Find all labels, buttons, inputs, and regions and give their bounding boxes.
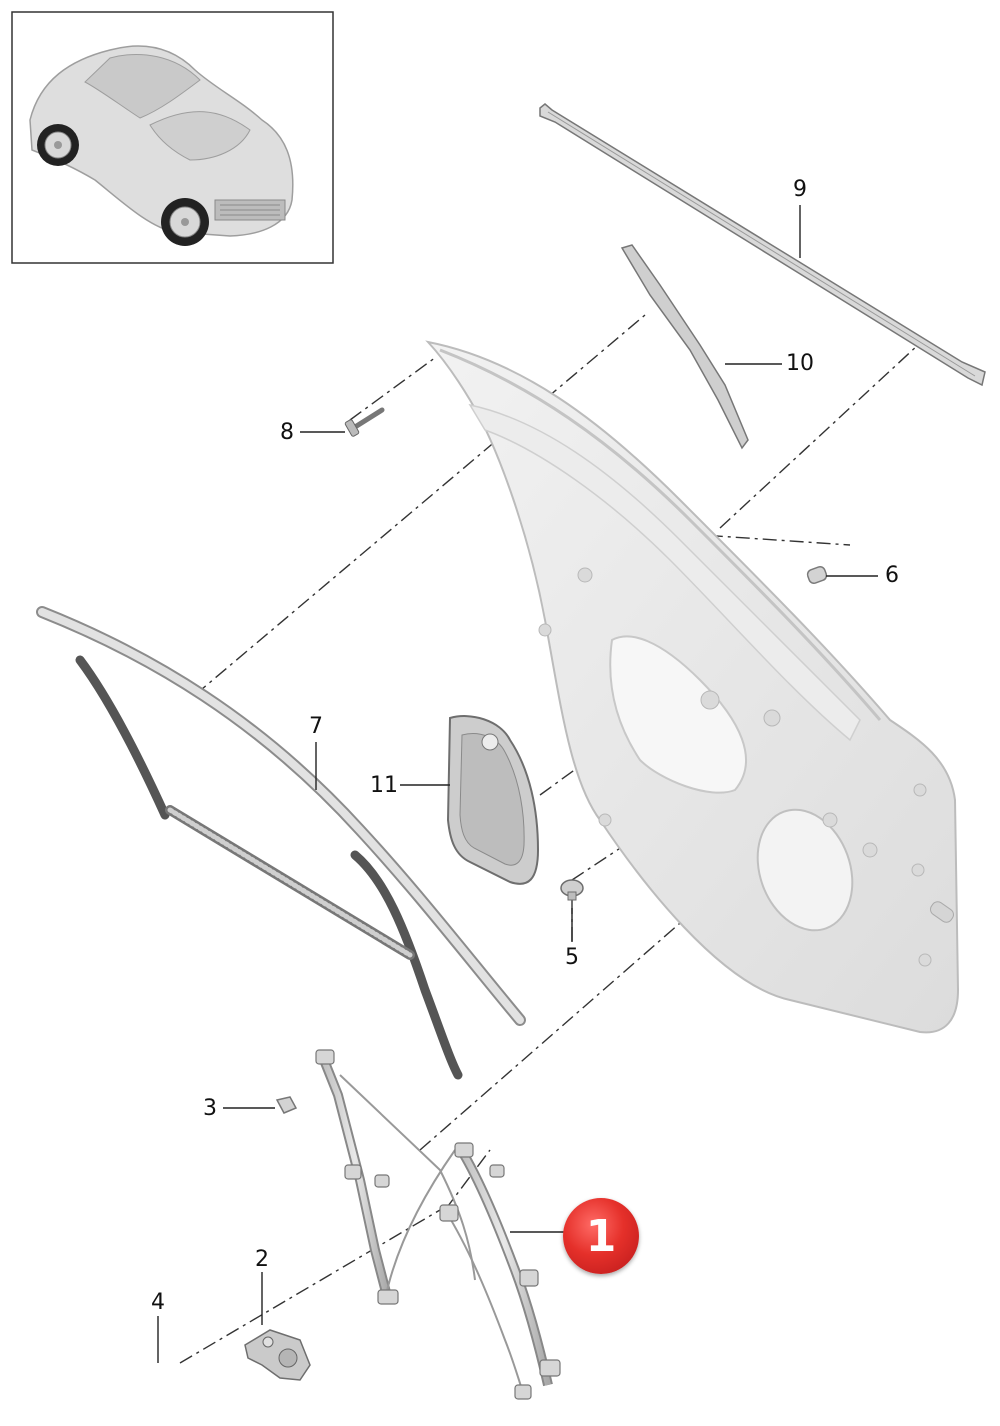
part-3-nut [275,1096,298,1114]
door-access-opening [609,635,747,794]
vehicle-body [29,45,294,237]
regulator-brackets [315,1049,561,1400]
callout-5: 5 [565,945,579,970]
wheel-rear [37,124,79,166]
part-8-screw [344,407,385,437]
part-7-window-channel [36,606,526,1080]
callout-10: 10 [786,351,814,376]
callout-1-highlight-badge: 1 [563,1198,639,1274]
part-10-trim-strip [620,244,749,450]
part-5-plug [560,879,584,901]
callout-9: 9 [793,177,807,202]
door-shell [425,340,960,1034]
part-6-clip [806,566,828,584]
callout-2: 2 [255,1247,269,1272]
door-speaker-opening [756,808,854,932]
callout-3: 3 [203,1096,217,1121]
wheel-front [161,198,209,246]
callout-7: 7 [309,714,323,739]
leader-lines [157,205,878,1363]
vehicle-thumbnail [11,11,334,264]
vehicle-grille [214,199,286,221]
callout-8: 8 [280,420,294,445]
callout-11: 11 [370,773,398,798]
part-1-window-regulator [315,1049,561,1400]
part-11-cover-plate [446,715,540,885]
callout-1: 1 [585,1210,617,1262]
callout-6: 6 [885,563,899,588]
part-9-belt-strip [539,103,986,387]
callout-4: 4 [151,1290,165,1315]
door-window-frame [439,348,882,721]
part-2-motor [244,1329,311,1381]
